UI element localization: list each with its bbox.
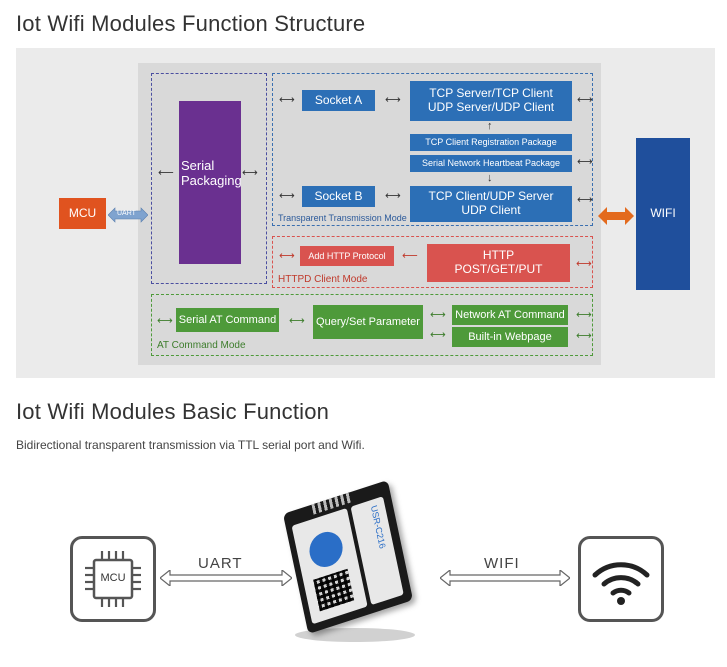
arrow-webpage-right: ⟷	[576, 330, 592, 342]
at-mode-label: AT Command Mode	[157, 340, 246, 351]
serial-packaging-region	[151, 73, 267, 284]
tcp-client-registration-block: TCP Client Registration Package	[410, 134, 572, 151]
uart-double-arrow	[108, 207, 148, 223]
tcp-client-line2: UDP Client	[461, 203, 521, 217]
arrow-httpd-mid: ⟵	[402, 250, 418, 262]
transparent-mode-label: Transparent Transmission Mode	[278, 213, 407, 223]
serial-packaging-line1: Serial	[181, 158, 215, 173]
serial-packaging-block: Serial Packaging	[179, 101, 242, 264]
serial-packaging-line2: Packaging	[181, 172, 242, 188]
arrow-right: ⟷	[242, 167, 258, 179]
section-title-basic-function: Iot Wifi Modules Basic Function	[16, 399, 330, 424]
wifi-flow-label: WIFI	[484, 555, 520, 572]
arrow-socket-a-right: ⟷	[385, 94, 401, 106]
module-label: USR-C216	[368, 504, 388, 550]
serial-at-command-block: Serial AT Command	[176, 308, 279, 332]
http-line1: HTTP	[482, 248, 515, 263]
query-set-parameter-block: Query/Set Parameter	[313, 305, 423, 339]
socket-a-block: Socket A	[302, 90, 375, 111]
uart-tag: UART	[117, 210, 136, 217]
add-http-protocol-block: Add HTTP Protocol	[300, 246, 394, 266]
arrow-at-network: ⟷	[430, 309, 446, 321]
built-in-webpage-block: Built-in Webpage	[452, 327, 568, 347]
httpd-mode-label: HTTPD Client Mode	[278, 274, 368, 285]
basic-function-description: Bidirectional transparent transmission v…	[16, 438, 365, 452]
arrow-left: ⟵	[158, 167, 174, 179]
httpd-mode-region	[272, 236, 593, 288]
mcu-block: MCU	[59, 198, 106, 229]
arrow-httpd-right: ⟷	[576, 258, 592, 270]
arrow-at-left: ⟷	[157, 315, 173, 327]
section-title-structure: Iot Wifi Modules Function Structure	[16, 11, 366, 36]
arrow-tcp-b-right: ⟷	[577, 194, 593, 206]
mcu-device-box: MCU	[70, 536, 156, 622]
wifi-flow-arrow	[440, 570, 570, 586]
wifi-icon	[592, 562, 650, 605]
arrow-at-mid: ⟷	[289, 315, 305, 327]
tcp-server-client-block: TCP Server/TCP Client UDP Server/UDP Cli…	[410, 81, 572, 121]
arrow-socket-b-right: ⟷	[385, 190, 401, 202]
arrow-heartbeat-right: ⟷	[577, 156, 593, 168]
arrow-httpd-left: ⟷	[279, 250, 295, 262]
uart-flow-arrow	[160, 570, 292, 586]
tcp-client-line1: TCP Client/UDP Server	[428, 189, 554, 204]
arrow-at-webpage: ⟷	[430, 329, 446, 341]
arrow-socket-a-left: ⟷	[279, 94, 295, 106]
http-line2: POST/GET/PUT	[454, 262, 543, 276]
wifi-device-box	[578, 536, 664, 622]
arrow-down: ↓	[487, 172, 493, 184]
at-command-mode-region	[151, 294, 593, 356]
transparent-mode-region	[272, 73, 593, 226]
arrow-network-right: ⟷	[576, 309, 592, 321]
uart-flow-label: UART	[198, 555, 243, 572]
arrow-socket-b-left: ⟷	[279, 190, 295, 202]
chip-icon	[85, 551, 141, 607]
network-at-command-block: Network AT Command	[452, 305, 568, 325]
mcu-chip-label: MCU	[100, 572, 126, 584]
heartbeat-package-block: Serial Network Heartbeat Package	[410, 155, 572, 172]
http-methods-block: HTTP POST/GET/PUT	[427, 244, 570, 282]
tcp-client-udp-server-block: TCP Client/UDP Server UDP Client	[410, 186, 572, 222]
wifi-module-picture: USR-C216	[275, 478, 430, 648]
tcp-server-line2: UDP Server/UDP Client	[427, 100, 555, 114]
wifi-block: WIFI	[636, 138, 690, 290]
arrow-tcp-a-right: ⟷	[577, 94, 593, 106]
arrow-up: ↑	[487, 120, 493, 132]
socket-b-block: Socket B	[302, 186, 375, 207]
wifi-double-arrow	[598, 207, 634, 225]
tcp-server-line1: TCP Server/TCP Client	[429, 86, 553, 101]
